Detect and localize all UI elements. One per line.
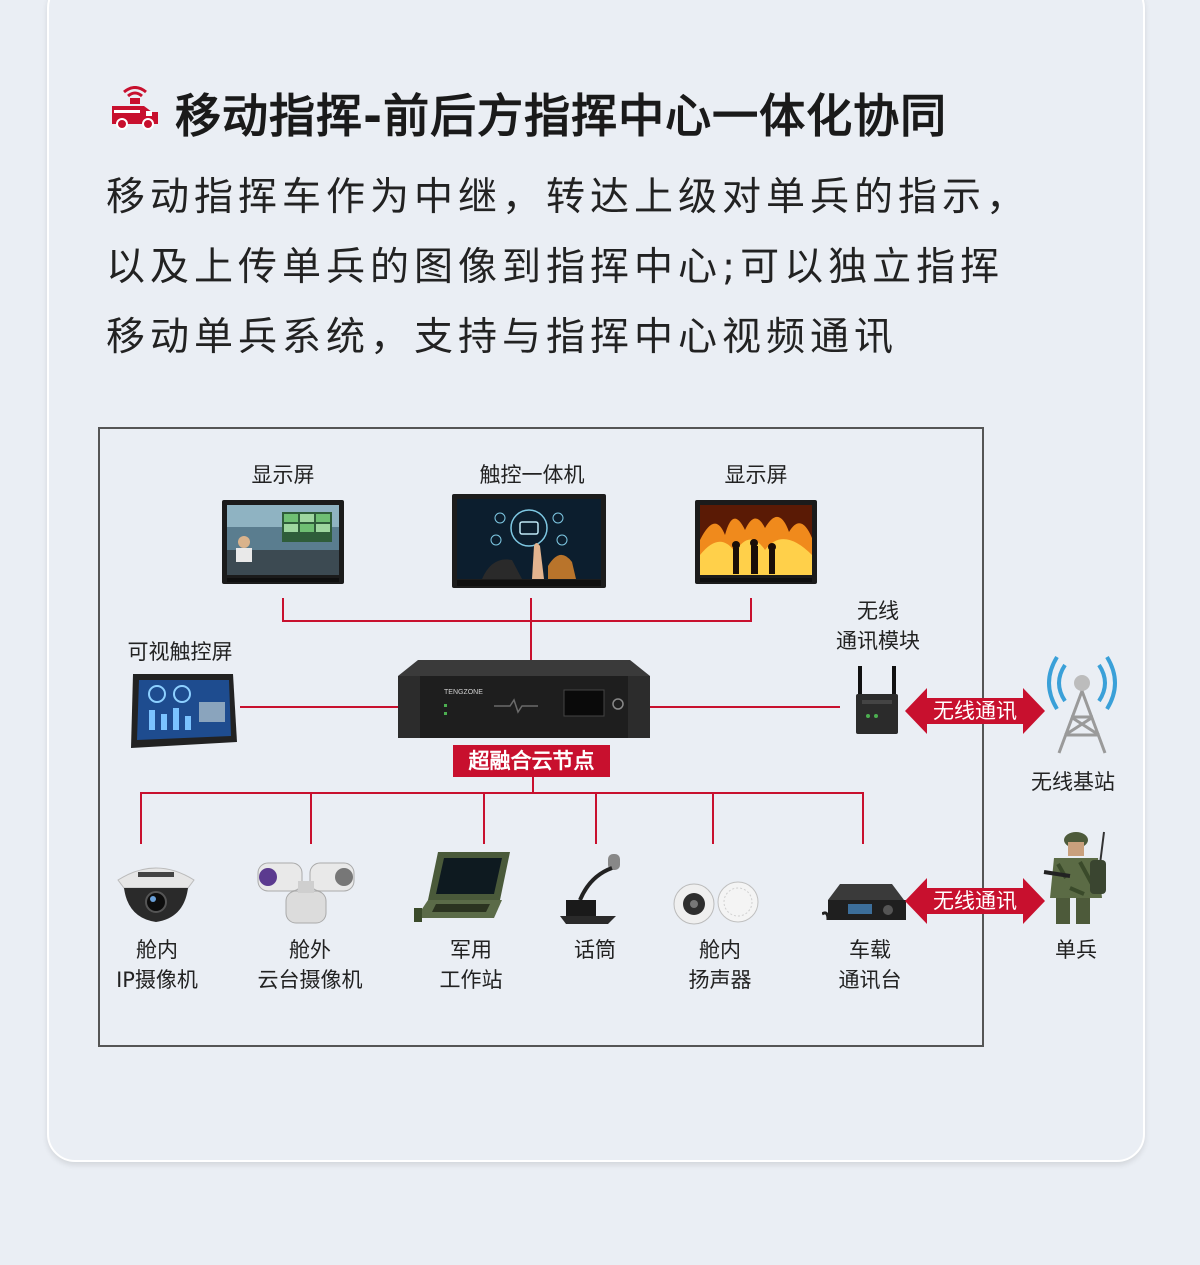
connector-line (750, 598, 752, 622)
core-node-label: 超融合云节点 (453, 745, 610, 777)
device-label-line1: 舱内 (699, 938, 741, 962)
wireless-link-label: 无线通讯 (933, 699, 1017, 723)
display-right-label: 显示屏 (724, 463, 788, 487)
server-icon: TENGZONE (398, 660, 650, 738)
device-label-line1: 车载 (849, 938, 891, 962)
connector-line (282, 598, 284, 622)
base-station-icon (1047, 655, 1117, 754)
touch-panel-label: 触控一体机 (479, 463, 585, 487)
vehicle-radio-icon (822, 884, 906, 921)
connector-line (483, 792, 485, 844)
device-label-line1: 话筒 (574, 938, 616, 962)
ptz-camera-icon (257, 862, 355, 924)
connector-line (595, 792, 597, 844)
device-label-line1: 舱内 (136, 938, 178, 962)
connector-line (862, 792, 864, 844)
connector-line (650, 706, 840, 708)
wireless-link-arrow (905, 878, 1045, 924)
device-label-line2: 工作站 (439, 968, 503, 992)
wireless-module-label-line1: 无线 (857, 599, 899, 623)
visual-touch-screen-label: 可视触控屏 (127, 640, 233, 664)
connector-line (712, 792, 714, 844)
device-label-line2: 通讯台 (838, 968, 902, 992)
touch-panel-icon (452, 494, 606, 588)
device-label-line1: 军用 (450, 938, 492, 962)
display-left-label: 显示屏 (251, 463, 315, 487)
server-brand-text: TENGZONE (444, 689, 483, 696)
description-line-2: 以及上传单兵的图像到指挥中心;可以独立指挥 (106, 245, 1005, 290)
device-label-line2: IP摄像机 (116, 968, 198, 992)
wireless-module-icon (856, 666, 898, 734)
base-station-label: 无线基站 (1031, 770, 1115, 794)
fire-display-icon (695, 500, 817, 584)
display-monitor-icon (222, 500, 344, 584)
rugged-laptop-icon (414, 852, 510, 922)
speaker-icon (673, 881, 759, 925)
description-line-1: 移动指挥车作为中继，转达上级对单兵的指示， (106, 175, 1031, 220)
device-label-line2: 扬声器 (688, 968, 752, 992)
description-line-3: 移动单兵系统，支持与指挥中心视频通讯 (106, 315, 899, 360)
connector-line (140, 792, 864, 794)
device-label-line2: 云台摄像机 (257, 968, 363, 992)
connector-line (240, 706, 398, 708)
fire-truck-icon (112, 86, 158, 130)
wireless-link-label: 无线通讯 (933, 889, 1017, 913)
connector-line (310, 792, 312, 844)
wireless-link-arrow (905, 688, 1045, 734)
device-label-line1: 舱外 (289, 938, 331, 962)
soldier-label: 单兵 (1055, 938, 1097, 962)
connector-line (282, 620, 752, 622)
page-title: 移动指挥-前后方指挥中心一体化协同 (175, 89, 948, 143)
diagram-frame (98, 427, 984, 1047)
connector-line (140, 792, 142, 844)
microphone-icon (560, 854, 620, 924)
tablet-icon (131, 674, 237, 748)
soldier-icon (1043, 831, 1106, 924)
connector-line (532, 776, 534, 794)
dome-camera-icon (117, 867, 195, 922)
connector-line (530, 598, 532, 660)
wireless-module-label-line2: 通讯模块 (836, 629, 920, 653)
